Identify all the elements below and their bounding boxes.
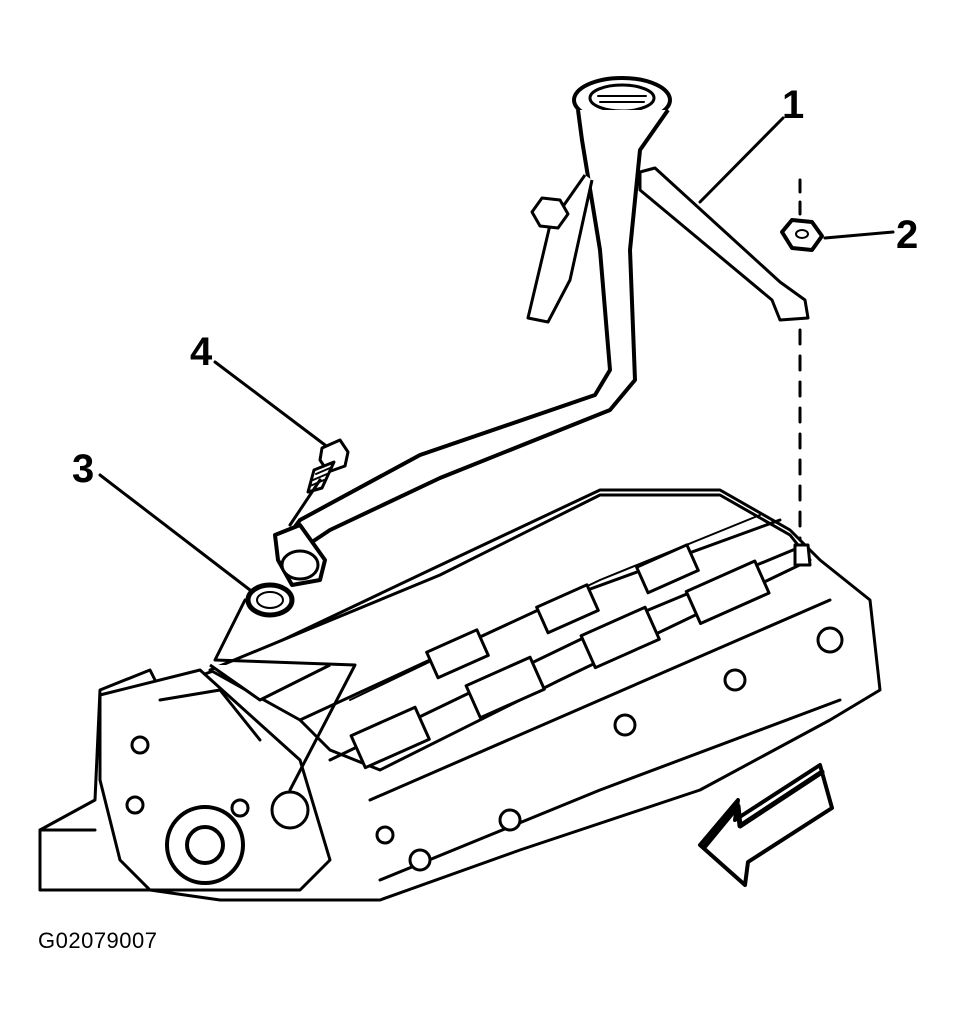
front-direction-arrow	[698, 763, 834, 887]
nut-item-2	[780, 178, 824, 567]
callout-1: 1	[782, 83, 804, 127]
figure-id: G02079007	[38, 928, 158, 953]
callout-4: 4	[190, 330, 213, 374]
bolt-item-4	[306, 438, 350, 494]
head-bolt-bosses	[375, 626, 844, 872]
o-ring-seal	[245, 582, 295, 618]
oil-fill-tube	[273, 76, 810, 587]
camshaft-lobes	[349, 543, 771, 770]
callout-3: 3	[72, 447, 94, 491]
leader-lines	[98, 116, 895, 792]
callout-2: 2	[896, 213, 918, 257]
front-cover	[38, 668, 332, 892]
cylinder-head-assembly	[38, 488, 882, 902]
